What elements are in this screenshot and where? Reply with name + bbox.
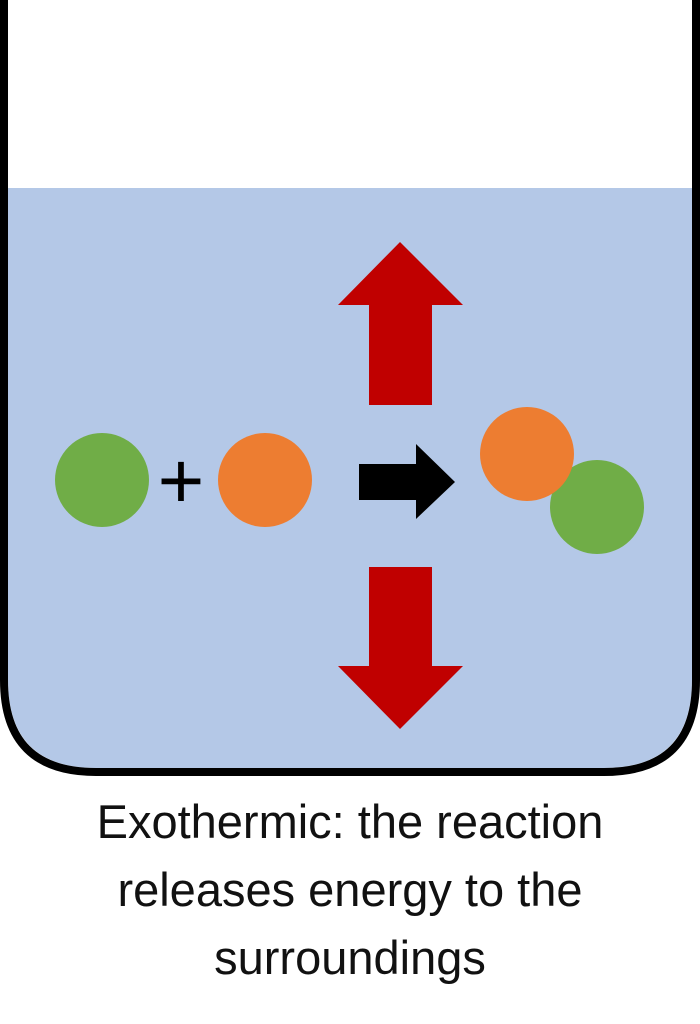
- right-arrow-icon: [359, 444, 455, 519]
- liquid: [8, 188, 692, 768]
- product-orange-circle: [480, 407, 574, 501]
- caption-line-1: Exothermic: the reaction: [96, 795, 604, 848]
- beaker-outline: [0, 0, 700, 776]
- exothermic-diagram: +: [0, 0, 700, 776]
- reactant-a-green-circle: [55, 433, 149, 527]
- up-arrow-icon: [338, 242, 463, 405]
- down-arrow-icon: [338, 567, 463, 729]
- reactant-b-orange-circle: [218, 433, 312, 527]
- plus-sign: +: [158, 436, 205, 525]
- caption: Exothermic: the reaction releases energy…: [0, 788, 700, 992]
- product-green-circle: [550, 460, 644, 554]
- caption-line-3: surroundings: [214, 931, 486, 984]
- caption-line-2: releases energy to the: [117, 863, 583, 916]
